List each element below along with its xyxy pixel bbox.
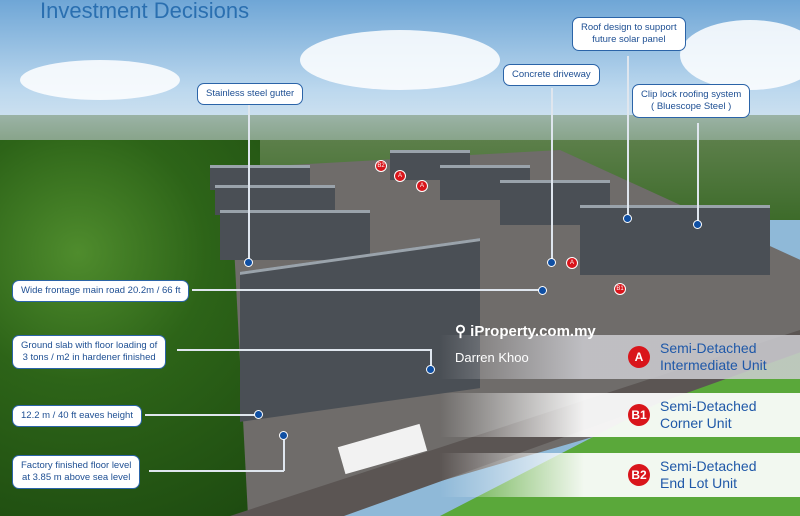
location-pin-icon: ⚲ [455, 323, 471, 340]
callout-text: Wide frontage main road 20.2m / 66 ft [21, 285, 181, 296]
callout-frontage: Wide frontage main road 20.2m / 66 ft [12, 280, 190, 302]
callout-line [430, 349, 432, 369]
watermark-text: iProperty.com.my [470, 323, 596, 340]
watermark-agent: Darren Khoo [455, 350, 529, 365]
unit-marker: B1 [614, 283, 626, 295]
page-title: Investment Decisions [40, 0, 250, 23]
badge-b2: B2 [628, 464, 650, 486]
callout-line [627, 56, 629, 218]
callout-line [145, 414, 258, 416]
legend-text: Semi-Detached [660, 458, 757, 474]
callout-dot [244, 258, 253, 267]
callout-text: Concrete driveway [512, 69, 591, 80]
callout-dot [547, 258, 556, 267]
legend-text: End Lot Unit [660, 475, 738, 491]
callout-line [192, 289, 542, 291]
watermark-site: ⚲ iProperty.com.my [455, 322, 596, 340]
callout-dot [693, 220, 702, 229]
callout-dot [254, 410, 263, 419]
badge-b1: B1 [628, 404, 650, 426]
callout-eaves: 12.2 m / 40 ft eaves height [12, 405, 142, 427]
callout-text: ( Bluescope Steel ) [651, 101, 732, 112]
callout-text: 12.2 m / 40 ft eaves height [21, 410, 133, 421]
unit-marker: A [416, 180, 428, 192]
callout-text: Factory finished floor level [21, 460, 132, 471]
callout-gutter: Stainless steel gutter [197, 83, 304, 105]
factory-building [580, 205, 770, 275]
legend-text: Corner Unit [660, 415, 732, 431]
cloud [300, 30, 500, 90]
callout-dot [279, 431, 288, 440]
legend-text: Semi-Detached [660, 340, 757, 356]
callout-driveway: Concrete driveway [503, 64, 600, 86]
callout-dot [538, 286, 547, 295]
legend-text: Intermediate Unit [660, 357, 767, 373]
legend-text: Semi-Detached [660, 398, 757, 414]
callout-line [697, 123, 699, 224]
unit-marker: A [394, 170, 406, 182]
callout-text: 3 tons / m2 in hardener finished [22, 352, 156, 363]
callout-line [149, 470, 284, 472]
callout-text: future solar panel [592, 34, 666, 45]
callout-dot [623, 214, 632, 223]
callout-dot [426, 365, 435, 374]
callout-text: Stainless steel gutter [206, 88, 295, 99]
callout-text: Ground slab with floor loading of [21, 340, 158, 351]
callout-line [177, 349, 431, 351]
callout-line [248, 104, 250, 262]
unit-marker: B2 [375, 160, 387, 172]
callout-text: Clip lock roofing system [641, 89, 742, 100]
callout-text: Roof design to support [581, 22, 677, 33]
factory-building [220, 210, 370, 260]
cloud [680, 20, 800, 90]
cloud [20, 60, 180, 100]
callout-text: at 3.85 m above sea level [22, 472, 131, 483]
callout-line [283, 435, 285, 471]
callout-line [551, 88, 553, 262]
badge-a: A [628, 346, 650, 368]
unit-marker: A [566, 257, 578, 269]
callout-roofing: Clip lock roofing system( Bluescope Stee… [632, 84, 751, 118]
